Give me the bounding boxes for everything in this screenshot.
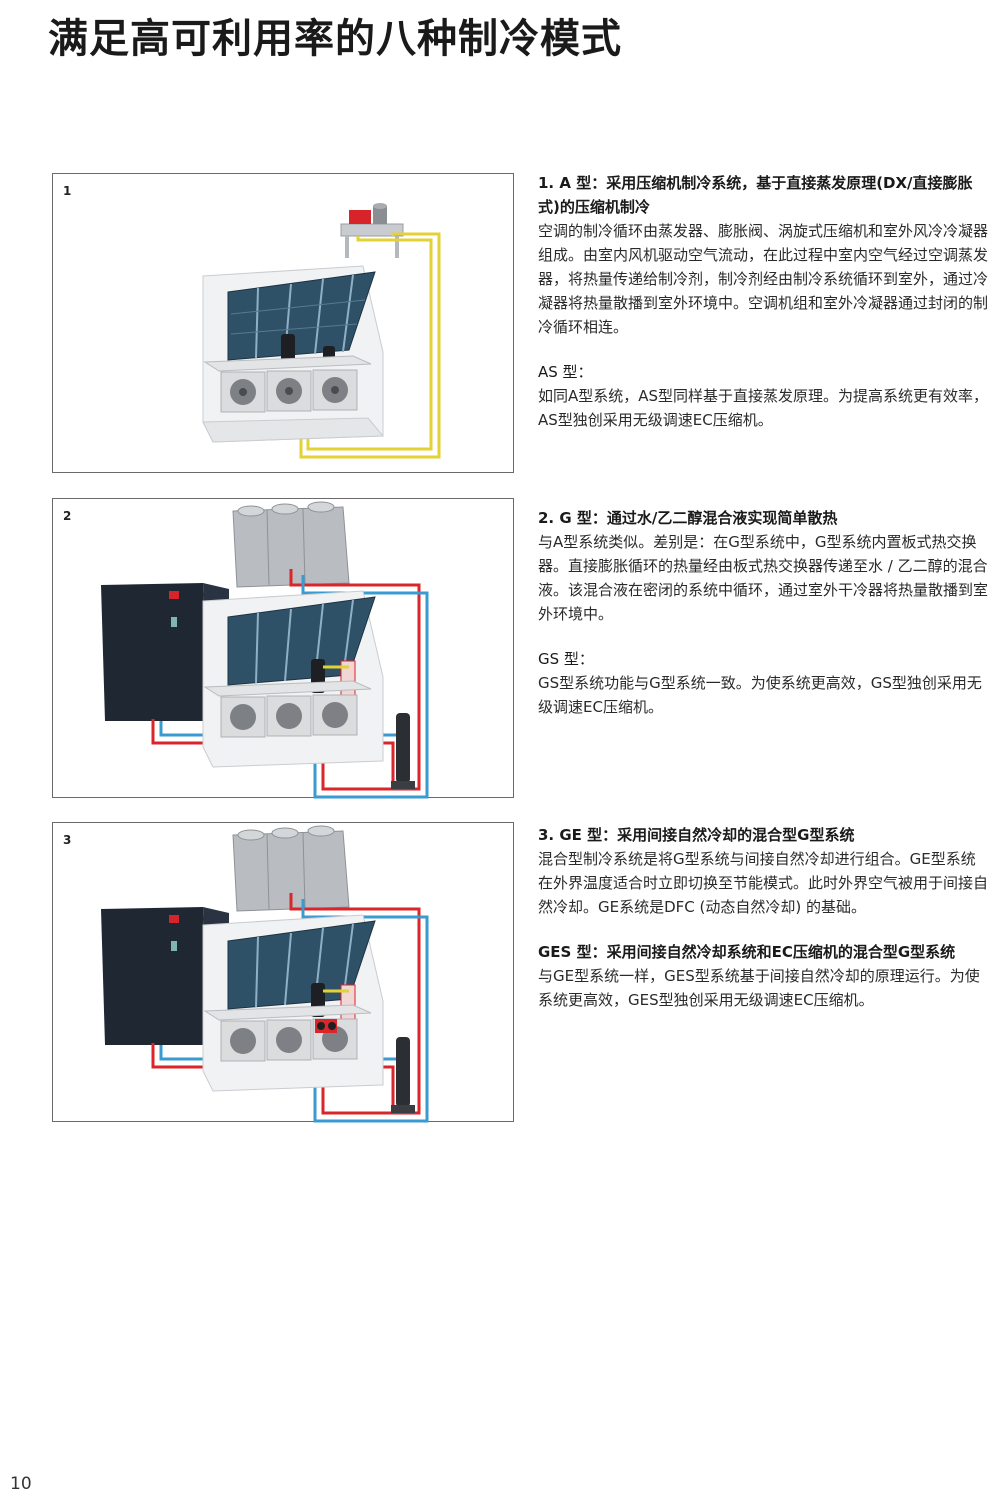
- figure-3-ge-type-diagram: 3: [52, 822, 514, 1123]
- section-2-text: 2. G 型：通过水/乙二醇混合液实现简单散热 与A型系统类似。差别是：在G型系…: [538, 506, 990, 719]
- circulation-pump-icon: [391, 713, 415, 789]
- sub-body: GS型系统功能与G型系统一致。为使系统更高效，GS型独创采用无级调速EC压缩机。: [538, 674, 982, 716]
- dry-cooler-icon: [232, 825, 350, 912]
- sub-heading: GS 型：: [538, 650, 594, 668]
- ge-type-system-illustration: [101, 825, 429, 1123]
- dry-cooler-icon: [232, 501, 350, 588]
- section-body: 空调的制冷循环由蒸发器、膨胀阀、涡旋式压缩机和室外风冷冷凝器组成。由室内风机驱动…: [538, 222, 989, 336]
- g-type-system-illustration: [101, 501, 429, 799]
- fan-section: [203, 1004, 372, 1062]
- evaporator-coil-icon: [227, 271, 376, 361]
- figure-number: 3: [63, 833, 72, 847]
- sub-heading: GES 型：采用间接自然冷却系统和EC压缩机的混合型G型系统: [538, 943, 956, 961]
- page-number: 10: [10, 1474, 32, 1494]
- section-heading: 3. GE 型：采用间接自然冷却的混合型G型系统: [538, 826, 855, 844]
- section-heading: 2. G 型：通过水/乙二醇混合液实现简单散热: [538, 509, 838, 527]
- section-3-text: 3. GE 型：采用间接自然冷却的混合型G型系统 混合型制冷系统是将G型系统与间…: [538, 823, 990, 1012]
- sub-body: 如同A型系统，AS型同样基于直接蒸发原理。为提高系统更有效率，AS型独创采用无级…: [538, 387, 989, 429]
- figure-number: 2: [63, 509, 72, 523]
- figure-2-g-type-diagram: 2: [52, 498, 514, 799]
- circulation-pump-icon: [391, 1037, 415, 1113]
- free-cooling-valve-icon: [315, 1019, 337, 1033]
- sub-body: 与GE型系统一样，GES型系统基于间接自然冷却的原理运行。为使系统更高效，GES…: [538, 967, 980, 1009]
- outdoor-condenser-icon: [340, 203, 404, 258]
- section-heading: 1. A 型：采用压缩机制冷系统，基于直接蒸发原理(DX/直接膨胀式)的压缩机制…: [538, 174, 973, 216]
- figure-number: 1: [63, 184, 72, 198]
- section-body: 与A型系统类似。差别是：在G型系统中，G型系统内置板式热交换器。直接膨胀循环的热…: [538, 533, 989, 623]
- sub-heading: AS 型：: [538, 363, 593, 381]
- fan-section: [203, 680, 372, 738]
- fan-section: [203, 355, 372, 413]
- page-title: 满足高可利用率的八种制冷模式: [48, 16, 622, 62]
- section-body: 混合型制冷系统是将G型系统与间接自然冷却进行组合。GE型系统在外界温度适合时立即…: [538, 850, 989, 916]
- section-1-text: 1. A 型：采用压缩机制冷系统，基于直接蒸发原理(DX/直接膨胀式)的压缩机制…: [538, 171, 990, 432]
- a-type-system-illustration: [202, 203, 441, 459]
- figure-1-a-type-diagram: 1: [52, 173, 514, 473]
